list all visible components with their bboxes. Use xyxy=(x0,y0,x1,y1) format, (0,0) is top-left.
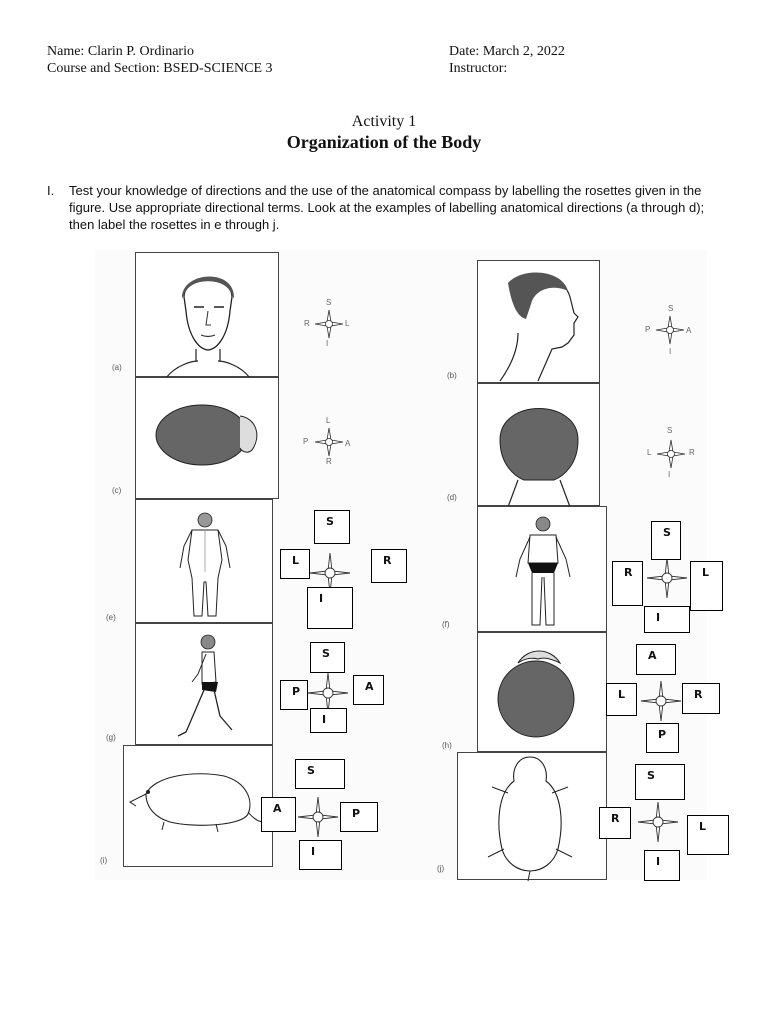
rosette-e-top-label[interactable]: S xyxy=(314,510,350,544)
rosette-i-left-label[interactable]: A xyxy=(261,797,296,832)
rosette-g-bottom-label[interactable]: I xyxy=(310,708,347,733)
rosette-label-right: R xyxy=(689,448,695,457)
figure-tag-d: (d) xyxy=(447,493,457,502)
body-anterior-illustration xyxy=(478,507,608,633)
head-superior-illustration xyxy=(478,633,608,753)
rosette-e-left-label[interactable]: L xyxy=(280,549,310,579)
rosette-j-left-label[interactable]: R xyxy=(599,807,631,839)
rosette-i-top-label[interactable]: S xyxy=(295,759,345,789)
rosette-label-left: R xyxy=(304,319,310,328)
rosette-h-top-label[interactable]: A xyxy=(636,644,676,675)
instruction-text: Test your knowledge of directions and th… xyxy=(69,182,729,233)
panel-i xyxy=(123,745,273,867)
rosette-label-right: A xyxy=(686,326,691,335)
rosette-label-top: S xyxy=(668,304,673,313)
date: Date: March 2, 2022 xyxy=(449,44,565,60)
panel-h xyxy=(477,632,607,752)
rosette-h-bottom-label[interactable]: P xyxy=(646,723,679,753)
rosette-label-bottom: R xyxy=(326,457,332,466)
rosette-label-top: L xyxy=(326,416,330,425)
rosette-f-right-label[interactable]: L xyxy=(690,561,723,611)
compass-rosette-icon xyxy=(657,440,685,468)
rosette-label-bottom: I xyxy=(669,347,671,356)
rosette-g-left-label[interactable]: P xyxy=(280,680,308,710)
face-front-illustration xyxy=(136,253,280,378)
panel-g xyxy=(135,623,273,745)
figure-tag-b: (b) xyxy=(447,371,457,380)
figure-tag-h: (h) xyxy=(442,741,452,750)
panel-e xyxy=(135,499,273,623)
panel-b xyxy=(477,260,600,383)
compass-rosette-icon xyxy=(315,310,343,338)
figure-tag-j: (j) xyxy=(437,864,444,873)
figure-tag-e: (e) xyxy=(106,613,116,622)
panel-j xyxy=(457,752,607,880)
course-section: Course and Section: BSED-SCIENCE 3 xyxy=(47,61,273,77)
body-posterior-illustration xyxy=(136,500,274,624)
compass-rosette-icon xyxy=(308,673,348,713)
figure-tag-c: (c) xyxy=(112,486,121,495)
rosette-h-left-label[interactable]: L xyxy=(606,683,637,716)
rosette-i-right-label[interactable]: P xyxy=(340,802,378,832)
panel-d xyxy=(477,383,600,506)
rosette-label-left: P xyxy=(303,437,308,446)
rosette-label-left: L xyxy=(647,448,651,457)
figure-tag-a: (a) xyxy=(112,363,122,372)
figure-tag-i: (i) xyxy=(100,856,107,865)
face-profile-illustration xyxy=(478,261,601,384)
rosette-e-bottom-label[interactable]: I xyxy=(307,587,353,629)
compass-rosette-icon xyxy=(298,797,338,837)
rosette-g-right-label[interactable]: A xyxy=(353,675,384,705)
rat-illustration xyxy=(124,746,274,868)
rosette-f-left-label[interactable]: R xyxy=(612,561,643,606)
rosette-label-right: A xyxy=(345,439,350,448)
rosette-f-bottom-label[interactable]: I xyxy=(644,606,690,633)
rosette-label-top: S xyxy=(326,298,331,307)
activity-label: Activity 1 xyxy=(0,113,768,131)
panel-f xyxy=(477,506,607,632)
figure-tag-g: (g) xyxy=(106,733,116,742)
rosette-label-bottom: I xyxy=(326,339,328,348)
compass-rosette-icon xyxy=(638,802,678,842)
rosette-j-bottom-label[interactable]: I xyxy=(644,850,680,881)
compass-rosette-icon xyxy=(656,316,684,344)
rosette-j-right-label[interactable]: L xyxy=(687,815,729,855)
panel-a xyxy=(135,252,279,377)
head-top-view-illustration xyxy=(136,378,280,500)
rosette-g-top-label[interactable]: S xyxy=(310,642,345,673)
body-lateral-illustration xyxy=(136,624,274,746)
rosette-h-right-label[interactable]: R xyxy=(682,683,720,714)
rosette-j-top-label[interactable]: S xyxy=(635,764,685,800)
rosette-label-top: S xyxy=(667,426,672,435)
rosette-i-bottom-label[interactable]: I xyxy=(299,840,342,870)
rat-ventral-illustration xyxy=(458,753,608,881)
rosette-label-bottom: I xyxy=(668,470,670,479)
figure-tag-f: (f) xyxy=(442,620,450,629)
student-name: Name: Clarin P. Ordinario xyxy=(47,44,194,60)
head-posterior-illustration xyxy=(478,384,601,507)
instructor: Instructor: xyxy=(449,61,507,77)
rosette-e-right-label[interactable]: R xyxy=(371,549,407,583)
instruction-number: I. xyxy=(47,182,54,199)
rosette-label-right: L xyxy=(345,319,349,328)
rosette-label-left: P xyxy=(645,325,650,334)
panel-c xyxy=(135,377,279,499)
page-title: Organization of the Body xyxy=(0,132,768,153)
compass-rosette-icon xyxy=(647,558,687,598)
compass-rosette-icon xyxy=(641,681,681,721)
rosette-f-top-label[interactable]: S xyxy=(651,521,681,560)
compass-rosette-icon xyxy=(315,428,343,456)
